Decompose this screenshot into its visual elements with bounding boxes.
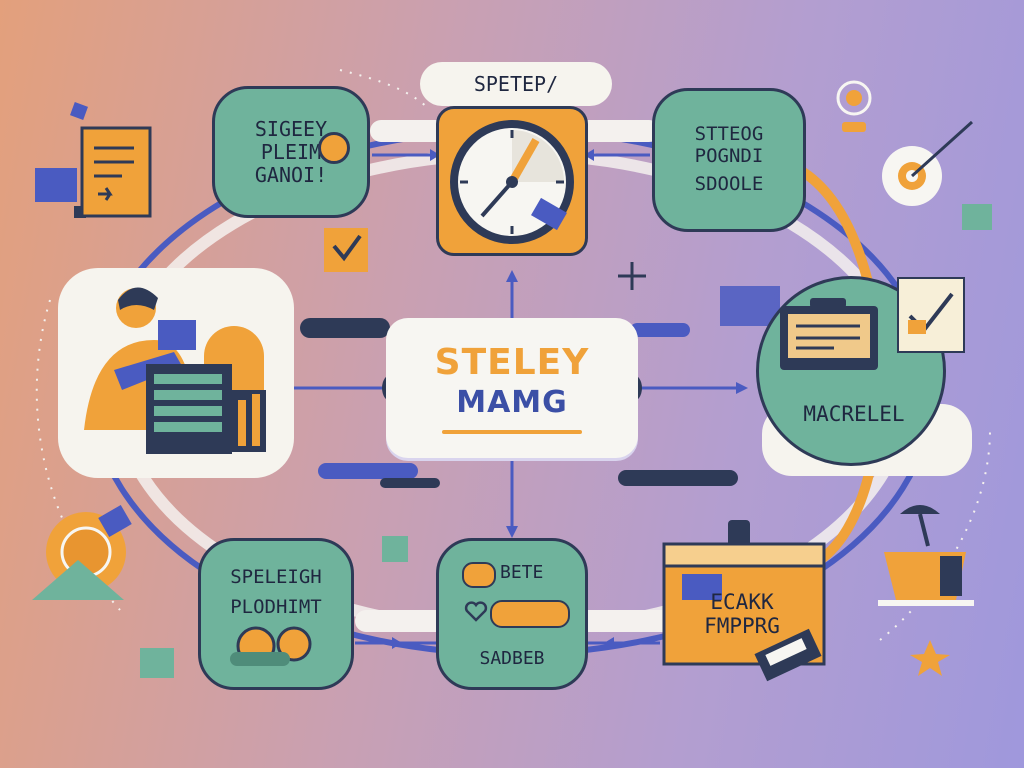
confetti [382,536,408,562]
accent-bar [618,470,738,486]
confetti [70,102,88,120]
confetti [962,204,992,230]
node-bottom-center-line1: BETE [500,562,544,583]
coin-icon [230,626,312,666]
lamp-icon [836,80,872,132]
node-bottom-right-line1: ECAKK [710,590,774,614]
confetti [35,168,77,202]
node-top-right-line2: POGNDI [694,145,764,168]
accent-bar [300,318,390,338]
confetti [140,648,174,678]
pill-capsule-icon [462,562,496,588]
checkbox-icon [897,277,965,353]
node-right-label: MACRELEL [803,402,905,426]
dotted-arc [339,69,431,111]
top-left-arrowhead [430,149,440,161]
center-title-line2: MAMG [456,385,568,420]
node-bottom-center-line2: SADBEB [479,648,545,669]
folder-icon [780,298,878,370]
top-right-arrowhead [584,149,594,161]
star-icon [910,640,950,676]
node-bottom-right-line2: FMPPRG [704,614,780,639]
dotted-arc [879,429,991,641]
node-top-left-line1: SIGEEY [254,116,328,141]
up-arrowhead [506,270,518,282]
clock-icon [450,120,574,244]
node-bottom-left-line1: SPELEIGH [230,566,322,588]
center-node[interactable]: STELEY MAMG [386,318,638,458]
node-bottom-left-line2: PLODHIMT [230,595,322,618]
bottom-left-arrowhead [392,637,402,649]
accent-bar [630,323,690,337]
accent-bar [380,478,440,488]
center-underline [442,430,582,434]
top-label-pill [420,62,612,106]
node-top-center-label: SPETEP/ [473,72,559,96]
dotted-arc [35,299,121,611]
pill-capsule-icon [490,600,570,628]
box-icon [662,520,826,682]
person-at-desk-icon [84,287,266,454]
node-top-left-line2: PLEIM [260,139,322,164]
node-bottom-right[interactable]: ECAKK FMPPRG [664,590,820,638]
bottom-right-arrowhead [604,637,614,649]
lamp-icon [878,505,974,606]
target-icon [882,120,974,206]
node-top-right-line3: SDOOLE [694,172,764,195]
accent-bar [318,463,418,479]
node-top-left-line3: GANOI! [254,162,328,187]
plus-icon [618,262,646,290]
heart-icon [464,601,488,622]
coin-icon [32,504,132,600]
node-top-right[interactable]: STTEOG POGNDI SDOOLE [652,88,806,232]
right-arrowhead [736,382,748,394]
down-arrowhead [506,526,518,538]
coin-icon [318,132,350,164]
document-icon [80,126,152,218]
checkbox-icon [324,228,368,272]
center-title-line1: STELEY [434,342,590,383]
node-top-right-line1: STTEOG [694,123,764,146]
